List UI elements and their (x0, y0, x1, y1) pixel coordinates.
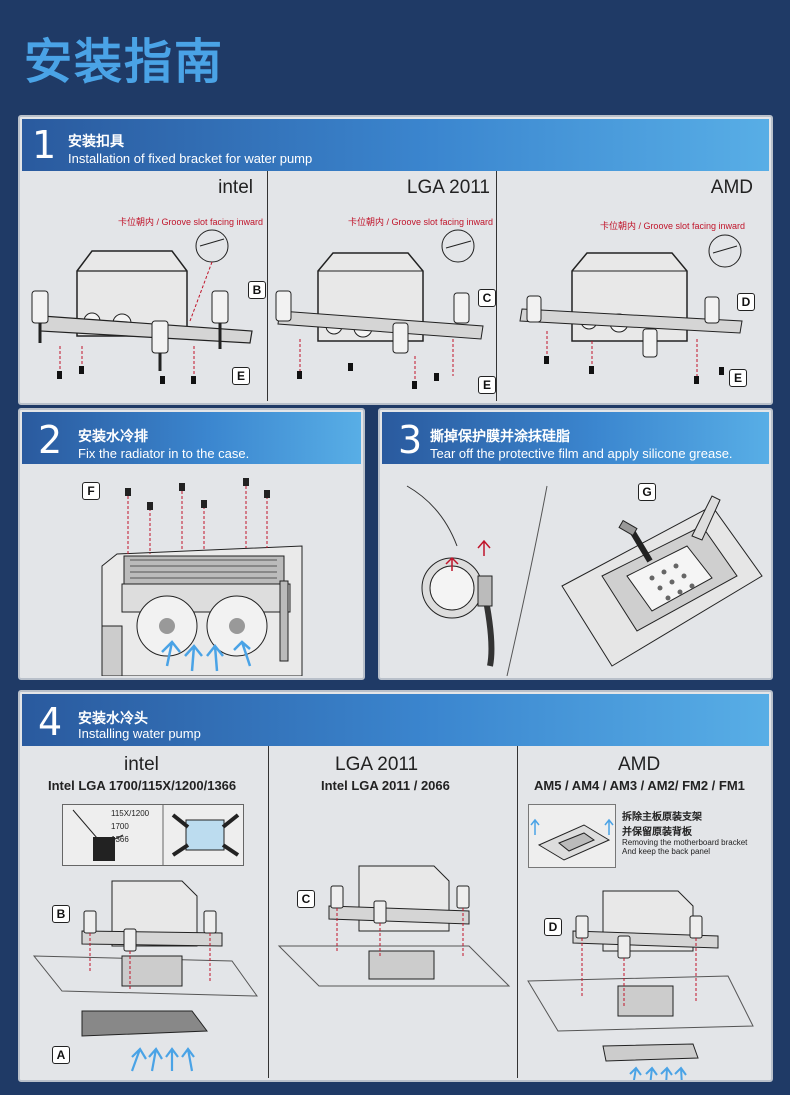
step-3-panel: 3 撕掉保护膜并涂抹硅脂 Tear off the protective fil… (378, 408, 773, 680)
small-screws (57, 366, 196, 384)
step-1-col-amd: AMD 卡位朝内 / Groove slot facing inward (497, 171, 771, 401)
lga2011-install-illustration (277, 865, 511, 987)
remove-bracket-note-zh: 拆除主板原装支架 (622, 812, 702, 823)
step-title-zh: 安装水冷头 (78, 711, 148, 727)
step-1-col-intel: intel 卡位朝内 / Groove slot facing inward (22, 171, 268, 401)
step-4-panel: 4 安装水冷头 Installing water pump intel Inte… (18, 690, 773, 1082)
step-number: 3 (398, 418, 423, 462)
column-title: AMD (710, 177, 753, 198)
part-tag-c: C (297, 890, 315, 908)
socket-label: 1700 (111, 822, 129, 831)
pump-bracket-illustration (275, 229, 484, 389)
step-2-panel: 2 安装水冷排 Fix the radiator in to the case. (18, 408, 365, 680)
step-1-header: 1 安装扣具 Installation of fixed bracket for… (22, 119, 769, 171)
step-title-en: Tear off the protective film and apply s… (430, 446, 733, 461)
part-tag-g: G (638, 483, 656, 501)
socket-label: 1366 (111, 835, 129, 844)
socket-label: 115X/1200 (111, 809, 150, 818)
step-1-columns: intel 卡位朝内 / Groove slot facing inward (22, 171, 769, 401)
part-tag-b: B (248, 281, 266, 299)
part-tag-c: C (478, 289, 496, 307)
step-title-zh: 安装扣具 (68, 134, 124, 150)
step-title-en: Installing water pump (78, 726, 201, 741)
groove-note: 卡位朝内 / Groove slot facing inward (117, 217, 263, 227)
step-title-zh: 撕掉保护膜并涂抹硅脂 (430, 429, 570, 445)
column-title: intel (218, 177, 253, 198)
part-tag-d: D (544, 918, 562, 936)
step-4-header: 4 安装水冷头 Installing water pump (22, 694, 769, 746)
step-4-col-intel: intel Intel LGA 1700/115X/1200/1366 115X… (22, 746, 269, 1078)
keep-backplate-note-en: And keep the back panel (622, 847, 711, 856)
column-title: intel (124, 754, 159, 775)
column-title: LGA 2011 (335, 754, 419, 775)
spring-screws (31, 290, 229, 371)
pump-head-with-film (406, 485, 495, 667)
amd-install-illustration (527, 890, 754, 1080)
step-number: 4 (38, 700, 63, 744)
column-subtitle: AM5 / AM4 / AM3 / AM2/ FM2 / FM1 (534, 778, 745, 793)
pump-bracket-illustration (31, 229, 253, 384)
step-1-panel: 1 安装扣具 Installation of fixed bracket for… (18, 115, 773, 405)
backplate-note-box (528, 804, 616, 868)
column-title: AMD (618, 754, 661, 775)
part-tag-e: E (232, 367, 250, 385)
groove-note: 卡位朝内 / Groove slot facing inward (599, 221, 745, 231)
thermal-paste-illustration (406, 485, 763, 676)
part-tag-e: E (729, 369, 747, 387)
step-title-zh: 安装水冷排 (78, 429, 148, 445)
step-number: 1 (32, 123, 57, 167)
step-number: 2 (38, 418, 63, 462)
socket-height-diagram: 115X/1200 1700 1366 (62, 804, 244, 866)
cpu-socket (561, 505, 763, 667)
step-3-header: 3 撕掉保护膜并涂抹硅脂 Tear off the protective fil… (382, 412, 769, 464)
part-tag-f: F (82, 482, 100, 500)
keep-backplate-note-zh: 并保留原装背板 (622, 827, 692, 838)
step-title-en: Installation of fixed bracket for water … (68, 151, 313, 166)
step-4-col-lga2011: LGA 2011 Intel LGA 2011 / 2066 C (269, 746, 518, 1078)
step-2-header: 2 安装水冷排 Fix the radiator in to the case. (22, 412, 361, 464)
intel-install-illustration (32, 880, 258, 1072)
step-4-columns: intel Intel LGA 1700/115X/1200/1366 115X… (22, 746, 769, 1080)
part-tag-d: D (737, 293, 755, 311)
step-title-en: Fix the radiator in to the case. (78, 446, 250, 461)
groove-note: 卡位朝内 / Groove slot facing inward (347, 217, 493, 227)
zoom-callout (189, 229, 229, 322)
part-tag-a: A (52, 1046, 70, 1064)
column-subtitle: Intel LGA 2011 / 2066 (321, 778, 450, 793)
pump-bracket-illustration (519, 234, 743, 384)
remove-bracket-note-en: Removing the motherboard bracket (622, 838, 748, 847)
column-title: LGA 2011 (406, 177, 490, 198)
column-subtitle: Intel LGA 1700/115X/1200/1366 (48, 778, 237, 793)
part-tag-b: B (52, 905, 70, 923)
guide-lines (59, 346, 195, 376)
part-tag-e: E (478, 376, 496, 394)
page-title: 安装指南 (24, 34, 225, 90)
step-4-col-amd: AMD AM5 / AM4 / AM3 / AM2/ FM2 / FM1 拆除主… (518, 746, 771, 1080)
radiator-case-illustration (101, 478, 303, 676)
step-1-col-lga2011: LGA 2011 卡位朝内 / Groove slot facing inwar… (268, 171, 497, 401)
